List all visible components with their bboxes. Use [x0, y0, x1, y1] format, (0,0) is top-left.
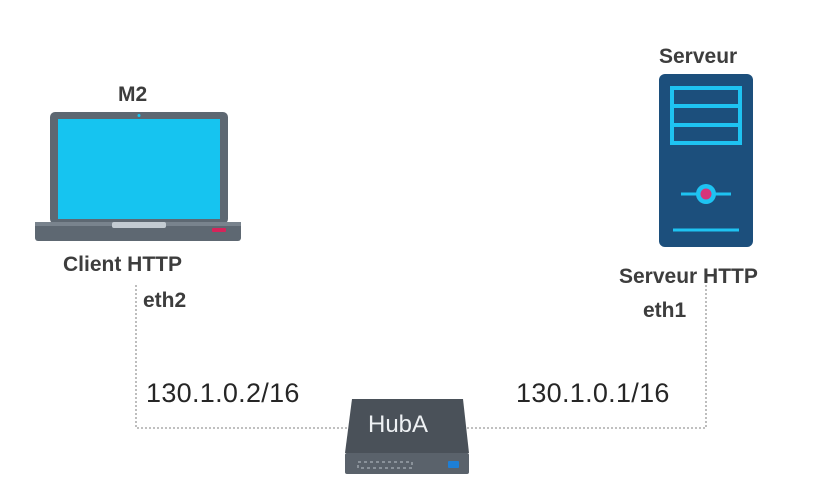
hub-label: HubA — [368, 411, 429, 438]
server-name: Serveur — [659, 45, 738, 68]
laptop-led — [212, 228, 226, 232]
server-led — [700, 188, 712, 200]
server-interface: eth1 — [643, 299, 687, 322]
server-role: Serveur HTTP — [619, 265, 758, 288]
client-interface: eth2 — [143, 289, 187, 312]
link-client-hub — [135, 285, 350, 429]
server-ip: 130.1.0.1/16 — [516, 378, 670, 408]
client-ip: 130.1.0.2/16 — [146, 378, 300, 408]
client-role: Client HTTP — [63, 253, 182, 276]
hub-icon — [345, 399, 469, 474]
hub-led — [448, 461, 459, 468]
laptop-screen — [58, 119, 220, 219]
laptop-icon — [35, 112, 241, 241]
server-tower-icon — [659, 74, 753, 247]
client-name: M2 — [118, 83, 148, 106]
